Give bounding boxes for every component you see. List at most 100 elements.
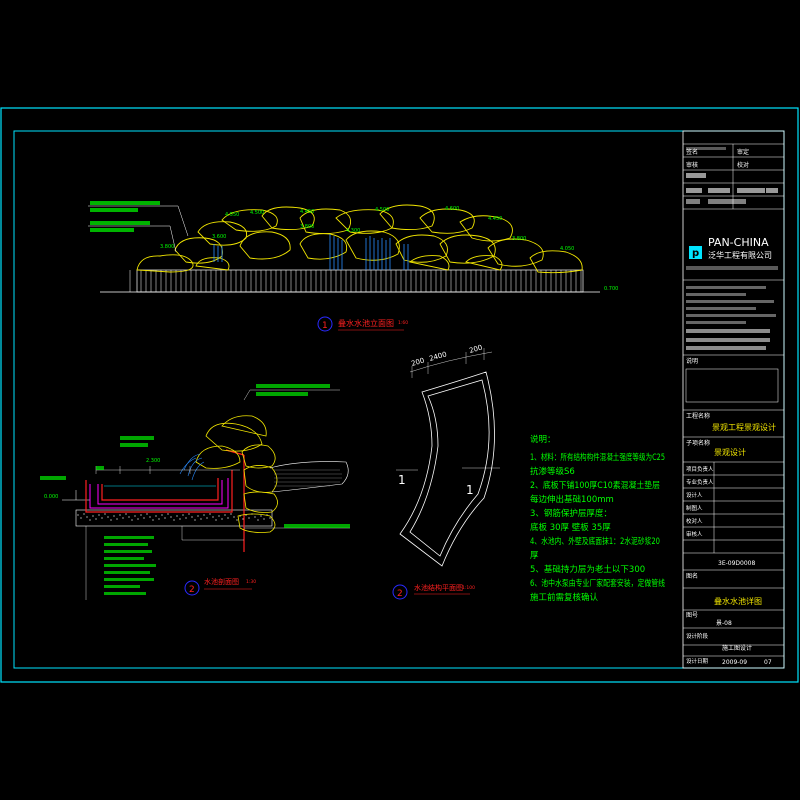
gravel-dot [149,516,151,518]
gravel-dot [98,514,100,516]
gravel-dot [155,515,157,517]
gravel-dot [230,513,232,515]
gravel-dot [113,515,115,517]
gravel-dot [236,519,238,521]
gravel-dot [146,513,148,515]
tb-drawing-no: 景-08 [716,620,732,627]
level-mark-top-4: 4.600 [445,206,459,212]
notes-header: 说明： [530,434,556,445]
tb-subproject-label: 子项名称 [686,439,710,447]
elevation-note-2 [90,221,150,225]
plan-number: 2 [397,589,403,599]
gravel-dot [200,518,202,520]
level-mark-mid-0: 3.800 [160,244,174,250]
gravel-dot [173,519,175,521]
gravel-dot [263,518,265,520]
gravel-dot [77,514,79,516]
gravel-dot [122,517,124,519]
notes-line-5: 底板 30厚 壁板 35厚 [530,522,611,533]
plan-mark-left: 1 [398,473,406,487]
gravel-dot [101,517,103,519]
level-mark-top-5: 4.450 [488,216,502,222]
gravel-dot [137,518,139,520]
section-note-left [120,436,154,440]
gravel-dot [233,516,235,518]
tb-note-label: 说明 [686,357,698,365]
section-note-right [284,524,350,528]
notes-line-2: 2、底板下铺100厚C10素混凝土垫层 [530,480,660,491]
gravel-dot [170,516,172,518]
notes-line-10: 施工前需复核确认 [530,592,599,603]
plan-mark-right: 1 [466,483,474,497]
gravel-dot [95,518,97,520]
section-view: 2.300 0.000 2 水池剖面图 1:30 [40,384,350,600]
gravel-dot [104,513,106,515]
section-level-base: 0.000 [44,494,58,500]
level-mark-top-3: 4.500 [375,207,389,213]
elevation-waterfall [213,234,409,270]
section-waterfall [179,453,205,481]
gravel-dot [215,519,217,521]
tb-resp-0: 项目负责人 [686,465,714,473]
gravel-dot [227,517,229,519]
gravel-dot [197,515,199,517]
plan-view: 200 2400 200 1 1 2 水池结构平面图 1:100 [392,344,500,600]
tb-resp-5: 审核人 [686,530,703,538]
notes-line-7: 厚 [530,551,539,561]
tb-row-label-0: 签名 [686,148,698,156]
notes-line-0: 1、材料：所有结构构件混凝土强度等级为C25 [530,452,665,463]
gravel-dot [128,516,130,518]
plan-title: 水池结构平面图 [414,583,463,592]
gravel-dot [83,513,85,515]
gravel-dot [92,515,94,517]
tb-resp-3: 制图人 [686,504,703,512]
tb-row-label-3: 校对 [737,161,749,169]
section-layer-notes [104,536,156,595]
gravel-dot [176,515,178,517]
section-level-top: 2.300 [146,458,160,464]
gravel-dot [119,514,121,516]
section-base-hatch [77,513,271,521]
gravel-dot [212,516,214,518]
gravel-dot [209,513,211,515]
gravel-dot [107,516,109,518]
gravel-dot [248,517,250,519]
level-mark-top-2: 4.450 [300,209,314,215]
company-name-cn: 泛华工程有限公司 [708,250,772,260]
tb-date-value: 2009-09 [722,659,747,666]
gravel-dot [140,514,142,516]
gravel-dot [125,513,127,515]
gravel-dot [269,517,271,519]
title-block: 签名 审定 审核 校对 p PAN-CHINA 泛华工程有限公司 说明 [682,130,785,669]
level-mark-ground: 0.700 [604,286,618,292]
notes-line-4: 3、钢筋保护层厚度： [530,508,612,519]
section-soil-hatch [274,469,342,487]
notes-line-6: 4、水池内、外壁及底面抹1：2水泥砂浆20 [530,536,660,547]
gravel-dot [86,516,88,518]
gravel-dot [242,518,244,520]
gravel-dot [80,517,82,519]
elevation-scale: 1:60 [398,320,408,326]
general-notes: 说明： 1、材料：所有结构构件混凝土强度等级为C25 抗渗等级S6 2、底板下铺… [530,434,665,603]
plan-dim-0: 200 [410,357,425,368]
level-mark-mid-1: 3.600 [212,234,226,240]
gravel-dot [203,514,205,516]
tb-resp-2: 设计人 [686,491,703,499]
tb-stage-value: 施工图设计 [722,644,752,652]
tb-resp-4: 校对人 [686,517,703,525]
gravel-dot [254,516,256,518]
tb-project-no: 3E-09D0008 [718,560,755,567]
section-title: 水池剖面图 [204,577,239,586]
level-mark-mid-2: 3.800 [300,224,314,230]
gravel-dot [260,515,262,517]
plan-scale: 1:100 [462,585,475,591]
gravel-dot [134,515,136,517]
gravel-dot [191,516,193,518]
section-rocks [195,415,278,533]
plan-dim-1: 2400 [428,350,447,363]
svg-text:p: p [692,248,699,259]
notes-line-1: 抗渗等级S6 [530,466,575,477]
gravel-dot [188,513,190,515]
gravel-dot [179,518,181,520]
company-logo-icon [689,246,702,259]
